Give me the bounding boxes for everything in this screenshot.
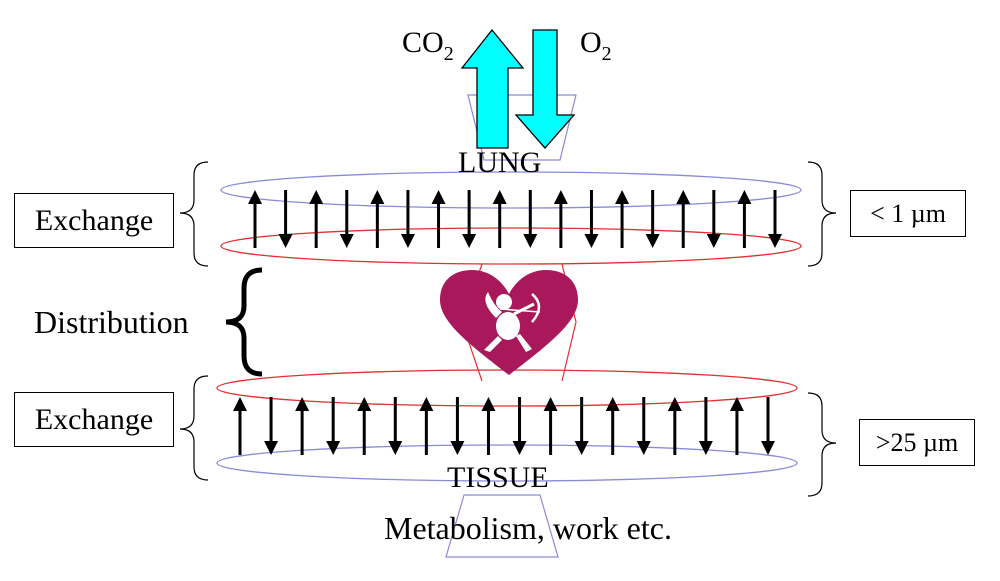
exchange-box-bottom: Exchange [14,392,174,447]
exchange-top-arrow-down-head [768,234,782,248]
exchange-bottom-arrow-up-head [729,397,744,411]
brace-right-top [807,161,837,267]
exchange-top-arrow-up-head [615,190,630,204]
exchange-top-arrow-up-head [676,190,691,204]
exchange-top-arrow-up-head [370,190,385,204]
exchange-top-arrow-up-head [737,190,752,204]
co2-up-arrow [460,28,525,149]
exchange-bottom-arrow-up-head [419,397,434,411]
co2-label-main: CO [402,26,444,59]
cupid-icon [484,292,541,352]
metabolism-label: Metabolism, work etc. [384,510,672,546]
size-box-bottom: >25 µm [859,419,975,466]
exchange-bottom-arrow-down-head [574,441,589,455]
tissue-ellipse [216,444,798,482]
size-box-top: < 1 µm [850,190,966,237]
co2-label-sub: 2 [443,43,454,65]
exchange-arrows-top [248,190,782,248]
exchange-bottom-arrow-up-head [357,397,372,411]
exchange-top-arrow-up-head [492,190,507,204]
exchange-bottom-arrow-up-head [667,397,682,411]
brace-right-bottom [807,392,837,497]
exchange-top-arrow-down-head [584,234,599,248]
exchange-bottom-arrow-down-head [761,441,775,455]
exchange-bottom-arrow-up-head [481,397,496,411]
heart-icon [440,270,578,375]
o2-down-arrow [514,29,576,149]
lung-label: LUNG [458,146,542,179]
exchange-arrows-bottom [233,397,775,455]
exchange-bottom-arrow-up-head [233,397,247,411]
distribution-label: Distribution [34,304,189,340]
exchange-top-arrow-up-head [248,190,262,204]
exchange-bottom-arrow-down-head [698,441,713,455]
exchange-top-arrow-up-head [553,190,568,204]
exchange-top-arrow-up-head [431,190,446,204]
exchange-top-arrow-down-head [523,234,538,248]
o2-label-sub: 2 [601,43,612,65]
blood-ellipse-bottom [216,369,798,407]
exchange-top-arrow-up-head [309,190,324,204]
exchange-bottom-arrow-down-head [636,441,651,455]
exchange-bottom-arrow-up-head [543,397,558,411]
brace-left-bottom [179,375,209,481]
exchange-top-arrow-down-head [706,234,721,248]
exchange-box-top: Exchange [14,193,174,248]
exchange-top-arrow-down-head [339,234,354,248]
exchange-bottom-arrow-down-head [264,441,279,455]
exchange-bottom-arrow-down-head [450,441,465,455]
o2-label: O2 [580,26,612,65]
tissue-label: TISSUE [447,461,549,494]
exchange-bottom-arrow-down-head [388,441,403,455]
exchange-top-arrow-down-head [278,234,293,248]
exchange-top-arrow-down-head [462,234,477,248]
exchange-bottom-arrow-up-head [605,397,620,411]
blood-ellipse-top [220,227,802,265]
brace-left-top [179,161,209,267]
exchange-top-arrow-down-head [645,234,660,248]
exchange-bottom-arrow-down-head [512,441,527,455]
tissue-funnel [445,494,559,558]
lung-ellipse [220,171,802,209]
brace-distribution [225,267,263,377]
co2-label: CO2 [402,26,454,65]
exchange-top-arrow-down-head [400,234,415,248]
exchange-bottom-arrow-down-head [326,441,341,455]
exchange-bottom-arrow-up-head [295,397,310,411]
o2-label-main: O [580,26,602,59]
